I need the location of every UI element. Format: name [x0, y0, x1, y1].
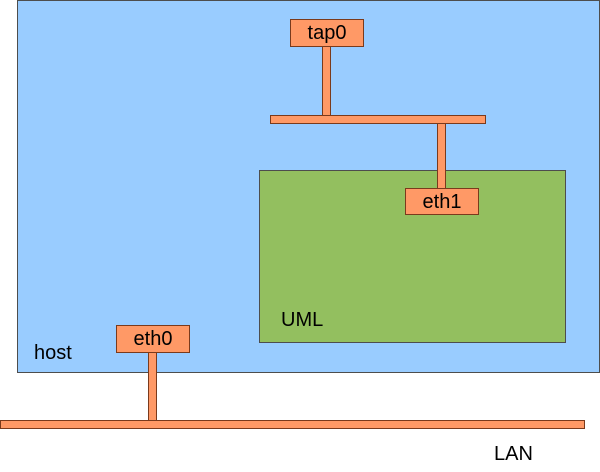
host-internal-bus-line — [270, 115, 486, 124]
host-label: host — [34, 342, 72, 364]
tap0-interface-label: tap0 — [307, 22, 347, 44]
eth0-interface-label: eth0 — [133, 328, 173, 350]
eth1-interface-box: eth1 — [405, 188, 479, 215]
eth1-connector-line — [437, 123, 446, 189]
eth0-interface-box: eth0 — [116, 325, 190, 353]
lan-label: LAN — [494, 443, 533, 465]
eth1-interface-label: eth1 — [422, 190, 462, 213]
uml-label: UML — [281, 309, 324, 331]
eth0-connector-line — [148, 352, 157, 421]
tap0-interface-box: tap0 — [290, 19, 364, 47]
tap0-connector-line — [322, 46, 331, 116]
lan-bus-line — [0, 420, 585, 429]
